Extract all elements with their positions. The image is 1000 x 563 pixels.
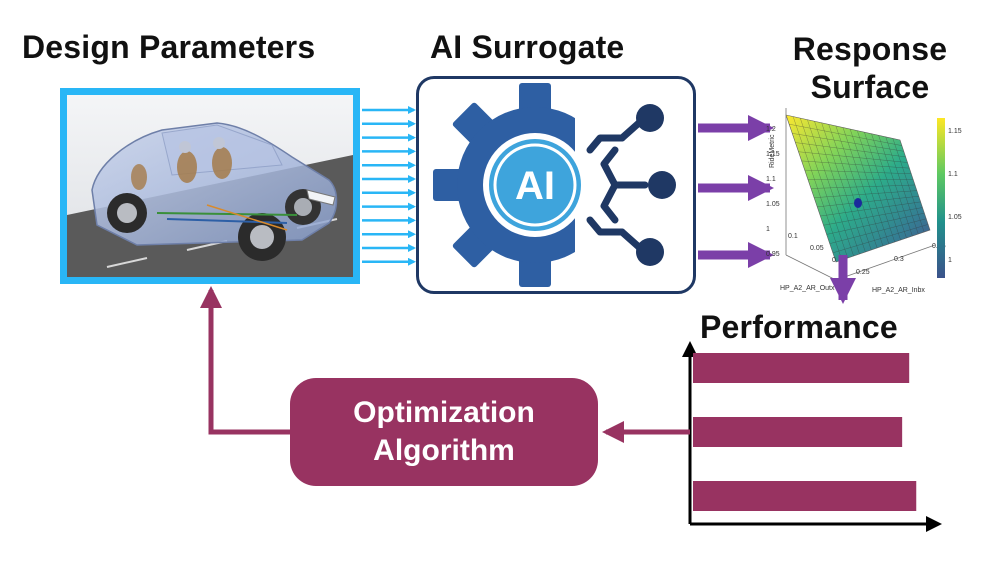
performance-bar bbox=[693, 481, 917, 511]
colorbar-tick-label: 1.15 bbox=[948, 128, 962, 135]
optimization-label-line1: Optimization bbox=[353, 396, 535, 429]
optimum-marker bbox=[854, 198, 862, 208]
ai-surrogate-title: AI Surrogate bbox=[430, 29, 625, 65]
y-tick-label: 0.35 bbox=[932, 243, 946, 250]
z-tick-label: 0.95 bbox=[766, 251, 780, 258]
performance-title: Performance bbox=[700, 309, 898, 345]
x-tick-label: 0.05 bbox=[810, 245, 824, 252]
design-parameters-box bbox=[60, 88, 360, 284]
ai-surrogate-box bbox=[416, 76, 696, 294]
z-tick-label: 1.05 bbox=[766, 201, 780, 208]
colorbar-tick-label: 1 bbox=[948, 257, 952, 264]
x-axis-label: HP_A2_AR_Outx bbox=[780, 285, 835, 292]
optimization-algorithm-box: Optimization Algorithm bbox=[290, 378, 598, 486]
surface-mesh bbox=[785, 114, 931, 263]
response-surface-title: Response Surface bbox=[792, 31, 948, 105]
z-tick-label: 1.15 bbox=[766, 151, 780, 158]
z-axis-label: RideMetric bbox=[769, 134, 776, 168]
optimization-label-line2: Algorithm bbox=[373, 434, 515, 467]
y-tick-label: 0.25 bbox=[856, 269, 870, 276]
x-tick-label: 0.1 bbox=[788, 233, 798, 240]
y-axis-label: HP_A2_AR_Inbx bbox=[872, 287, 925, 294]
colorbar-tick-label: 1.1 bbox=[948, 171, 958, 178]
z-tick-label: 1 bbox=[766, 226, 770, 233]
z-tick-label: 1.2 bbox=[766, 126, 776, 133]
colorbar bbox=[937, 118, 945, 278]
design-parameters-title: Design Parameters bbox=[22, 29, 316, 65]
colorbar-tick-label: 1.05 bbox=[948, 214, 962, 221]
x-tick-label: 0 bbox=[832, 257, 836, 264]
input-arrows bbox=[362, 106, 416, 266]
performance-bar bbox=[693, 417, 903, 447]
z-tick-label: 1.1 bbox=[766, 176, 776, 183]
feedback-arrow-to-design bbox=[200, 286, 292, 435]
car-cutaway-image bbox=[67, 95, 353, 277]
y-tick-label: 0.3 bbox=[894, 256, 904, 263]
performance-bar bbox=[693, 353, 910, 383]
